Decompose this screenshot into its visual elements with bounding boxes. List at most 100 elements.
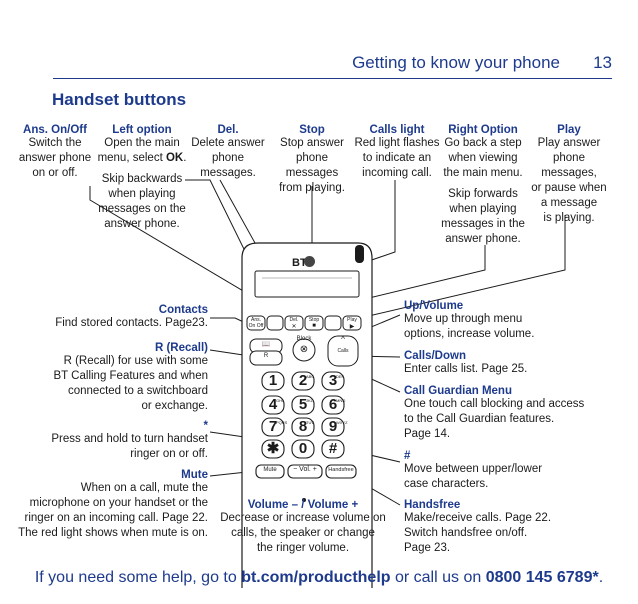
up-volume-key[interactable]: ^	[341, 335, 345, 344]
label-line: to indicate an	[362, 152, 432, 164]
label-title: Calls light	[369, 124, 425, 136]
label-line: phone messages.	[200, 152, 256, 179]
label-line: answer phone	[18, 152, 92, 164]
label-line: phone messages,	[541, 152, 597, 179]
handsfree-key[interactable]: Handsfree	[328, 467, 354, 473]
brand-logo: BT	[292, 257, 307, 269]
keypad-key[interactable]: 7	[268, 418, 278, 435]
label-title: Stop	[299, 124, 325, 136]
ans-on-off-key[interactable]: Ans. On Off	[248, 317, 264, 329]
footer-suffix: .	[598, 569, 604, 586]
phone-body	[241, 242, 373, 588]
annotation-left-option: Left option Open the main menu, select O…	[96, 124, 188, 232]
label-title: Mute	[181, 469, 208, 481]
keypad-key[interactable]: 8	[298, 418, 308, 435]
label-line: Page 14.	[404, 428, 451, 440]
help-footer: If you need some help, go to bt.com/prod…	[0, 569, 638, 587]
label-line: Page 23.	[404, 542, 451, 554]
label-title: Up/Volume	[404, 300, 464, 312]
label-line: Switch handsfree on/off.	[404, 527, 528, 539]
label-line: phone messages	[285, 152, 339, 179]
label-line: the ringer volume.	[256, 542, 350, 554]
keypad-key[interactable]: 4	[268, 396, 278, 413]
keypad-key[interactable]: #	[328, 440, 338, 457]
label-line: to the Call Guardian features.	[404, 413, 555, 425]
keypad-key-letters: ABC	[306, 374, 315, 379]
keypad-key[interactable]: 5	[298, 396, 308, 413]
contacts-key[interactable]: 📖	[261, 341, 271, 348]
play-key[interactable]: Play	[347, 317, 357, 323]
annotation-volume: Volume – / Volume + Decrease or increase…	[218, 499, 388, 556]
keypad-key[interactable]: 9	[328, 418, 338, 435]
keypad-key[interactable]: 3	[328, 372, 338, 389]
play-symbol: ▶	[349, 324, 355, 330]
annotation-contacts: Contacts Find stored contacts. Page23.	[10, 304, 208, 331]
label-line: when viewing	[448, 152, 518, 164]
label-line: microphone on your handset or the	[29, 497, 208, 509]
mute-key[interactable]: Mute	[263, 467, 277, 473]
keypad-key[interactable]: 2	[298, 372, 308, 389]
help-website-link[interactable]: bt.com/producthelp	[241, 569, 391, 586]
annotation-right-option: Right Option Go back a step when viewing…	[440, 124, 526, 247]
running-header: Getting to know your phone	[352, 53, 560, 72]
label-line: when playing	[108, 188, 176, 200]
label-line: or pause when	[531, 182, 607, 194]
recall-key[interactable]: R	[263, 353, 269, 359]
label-line: Go back a step	[444, 137, 522, 149]
annotation-ans-on-off: Ans. On/Off Switch the answer phone on o…	[18, 124, 92, 181]
annotation-stop: Stop Stop answer phone messages from pla…	[270, 124, 354, 196]
annotation-up-volume: Up/Volume Move up through menu options, …	[404, 300, 604, 342]
footer-prefix: If you need some help, go to	[34, 569, 242, 586]
label-title: Left option	[112, 124, 172, 136]
annotation-play: Play Play answer phone messages, or paus…	[524, 124, 614, 226]
label-line: Red light flashes	[354, 137, 440, 149]
label-line: calls, the speaker or change	[231, 527, 375, 539]
footer-middle: or call us on	[390, 569, 486, 586]
volume-key[interactable]: − Vol. +	[293, 466, 317, 473]
brand-globe-icon	[304, 256, 315, 267]
section-title: Handset buttons	[52, 90, 187, 109]
label-line: When on a call, mute the	[80, 482, 208, 494]
del-key[interactable]: Del.	[289, 317, 299, 323]
label-title: Contacts	[158, 304, 208, 316]
label-title: *	[203, 420, 208, 432]
call-guardian-key[interactable]: ⊗	[299, 344, 309, 355]
label-line: Delete answer	[191, 137, 265, 149]
label-line: R (Recall) for use with some	[63, 355, 208, 367]
block-label: Block	[296, 336, 312, 342]
label-line: Stop answer	[280, 137, 344, 149]
keypad-key[interactable]: 1	[268, 372, 278, 389]
label-title: R (Recall)	[154, 342, 208, 354]
keypad-key[interactable]: 0	[298, 440, 308, 457]
del-symbol: ✕	[291, 324, 297, 330]
stop-key[interactable]: Stop	[308, 317, 320, 323]
label-line: Move up through menu	[404, 313, 523, 325]
label-title: Right Option	[448, 124, 518, 136]
label-line: ringer on an incoming call. Page 22.	[24, 512, 208, 524]
label-title: Calls/Down	[404, 350, 466, 362]
annotation-calls-light: Calls light Red light flashes to indicat…	[353, 124, 441, 181]
annotation-handsfree: Handsfree Make/receive calls. Page 22. S…	[404, 499, 604, 556]
label-line: Make/receive calls. Page 22.	[404, 512, 552, 524]
keypad-key[interactable]: ✱	[266, 440, 280, 457]
keypad-key-letters: WXYZ	[336, 420, 348, 425]
label-line: on or off.	[32, 167, 78, 179]
keypad-key-letters: PQRS	[276, 420, 288, 425]
keypad-key[interactable]: 6	[328, 396, 338, 413]
label-title: Del.	[217, 124, 239, 136]
label-line: One touch call blocking and access	[404, 398, 585, 410]
page-number: 13	[593, 53, 612, 72]
keypad-key-letters: JKL	[306, 398, 313, 403]
label-line: the main menu.	[443, 167, 523, 179]
calls-down-key[interactable]: Calls	[337, 348, 349, 354]
annotation-mute: Mute When on a call, mute the microphone…	[8, 469, 208, 541]
annotation-call-guardian: Call Guardian Menu One touch call blocki…	[404, 385, 614, 442]
label-line: a message	[540, 197, 598, 209]
label-line: Press and hold to turn handset	[51, 433, 208, 445]
label-line: messages on the	[98, 203, 186, 215]
label-line: messages in the	[441, 218, 525, 230]
help-phone-number: 0800 145 6789*	[485, 569, 599, 586]
annotation-calls-down: Calls/Down Enter calls list. Page 25.	[404, 350, 604, 377]
label-line: options, increase volume.	[404, 328, 535, 340]
label-title: #	[404, 450, 411, 462]
